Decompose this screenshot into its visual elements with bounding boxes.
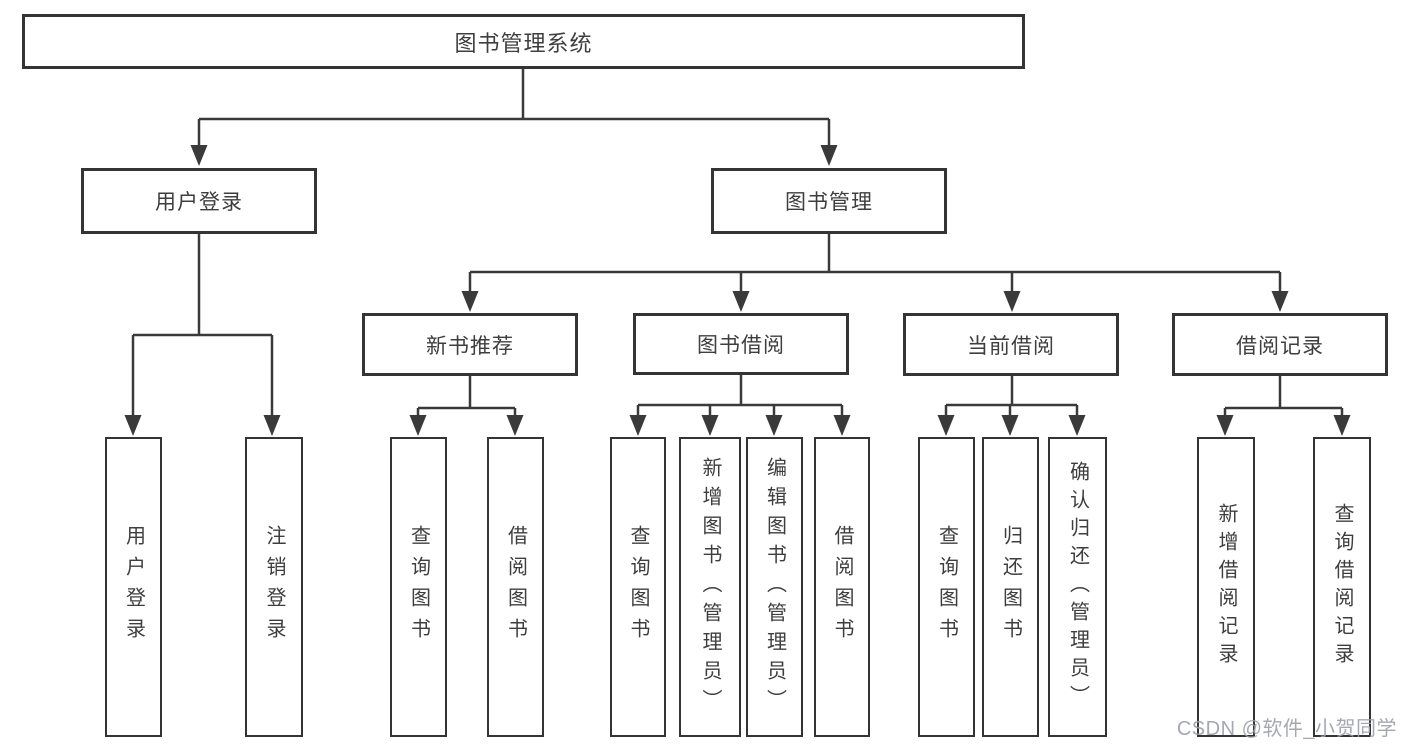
leaf-confirm-return-admin: 确认归还（管理员） [1048,437,1107,737]
leaf-query-books-borrowing: 查询图书 [610,437,666,737]
node-book-borrowing: 图书借阅 [633,313,849,375]
leaf-edit-books-admin: 编辑图书（管理员） [746,437,803,737]
leaf-borrow-books-recommend: 借阅图书 [487,437,544,737]
leaf-add-books-admin: 新增图书（管理员） [679,437,741,737]
leaf-add-borrow-record: 新增借阅记录 [1197,437,1255,737]
leaf-query-books-current: 查询图书 [918,437,975,737]
node-borrow-records: 借阅记录 [1172,313,1388,376]
leaf-query-books-recommend: 查询图书 [390,437,447,737]
node-current-borrowing: 当前借阅 [903,313,1119,376]
arrowheads [124,145,1351,436]
node-library-management-system: 图书管理系统 [22,14,1025,69]
leaf-query-borrow-record: 查询借阅记录 [1313,437,1371,737]
leaf-user-login: 用户登录 [105,437,162,737]
node-book-management: 图书管理 [711,168,947,234]
leaf-return-books: 归还图书 [982,437,1039,737]
node-user-login: 用户登录 [81,168,317,234]
node-new-book-recommend: 新书推荐 [362,313,578,376]
leaf-borrow-books-borrowing: 借阅图书 [814,437,870,737]
csdn-watermark: CSDN @软件_小贺同学 [1176,718,1397,740]
leaf-logout: 注销登录 [245,437,303,737]
